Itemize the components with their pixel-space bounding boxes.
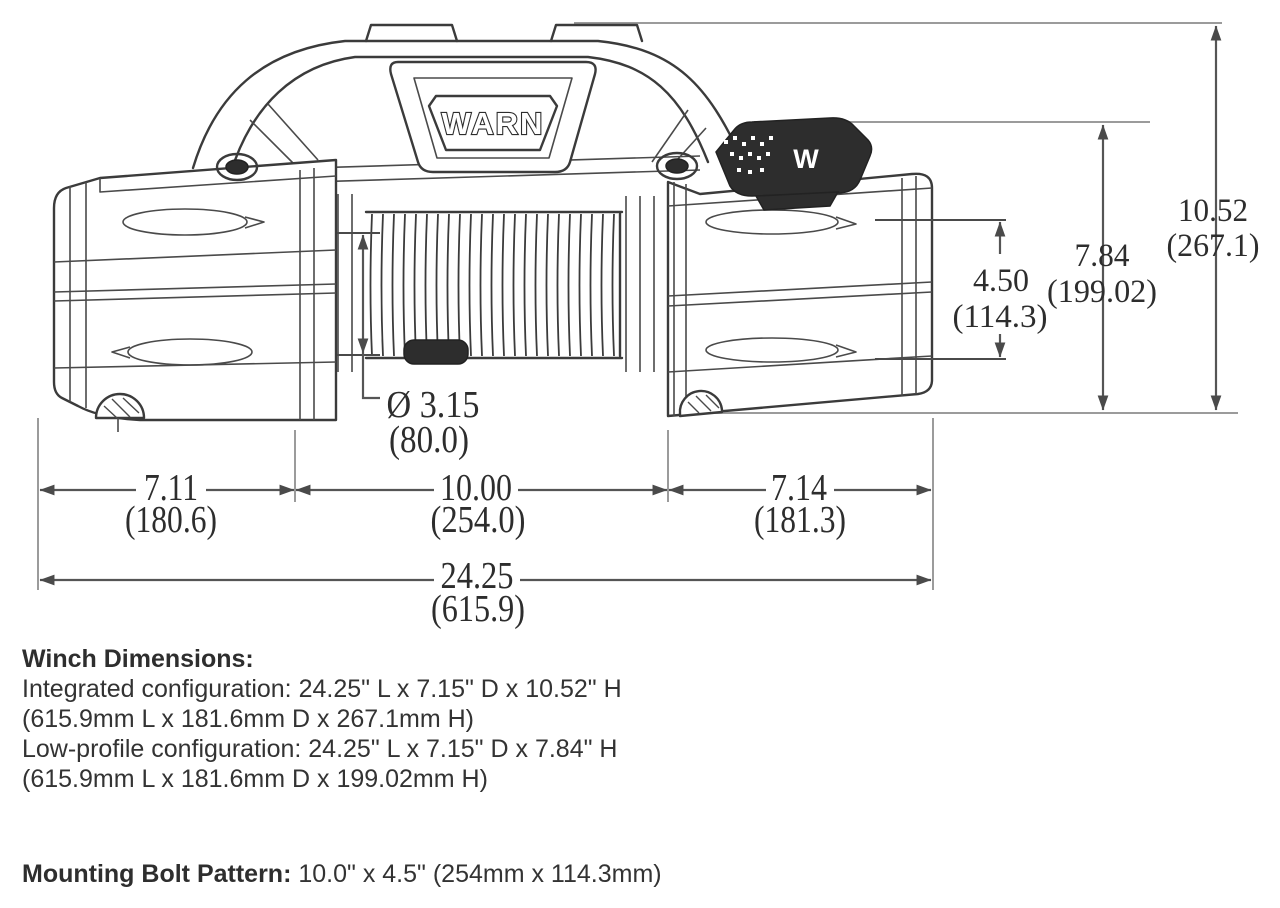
mounting-bolt-pattern-block: Mounting Bolt Pattern: 10.0" x 4.5" (254… — [22, 860, 662, 889]
mounting-foot-left — [94, 392, 146, 432]
clutch-texture — [724, 136, 773, 174]
mounting-bolt-left — [215, 152, 259, 182]
dim-gear-section-in: 7.14 — [771, 467, 827, 509]
dim-drum-section-mm: (254.0) — [431, 499, 526, 541]
dim-gear-section: 7.14 (181.3) — [668, 467, 932, 541]
dim-overall-height: 10.52 (267.1) — [1167, 25, 1260, 411]
dim-bolt-height: 4.50 (114.3) — [875, 219, 1048, 360]
dim-low-profile-height-mm: (199.02) — [1047, 274, 1157, 310]
dim-drum-diameter-mm: (80.0) — [389, 419, 469, 461]
winch-dimensions-heading: Winch Dimensions: — [22, 645, 254, 673]
mounting-bolt-right — [655, 151, 699, 181]
dim-low-profile-height: 7.84 (199.02) — [1047, 124, 1157, 411]
dim-overall-height-in: 10.52 — [1178, 193, 1248, 229]
tie-rod-upper-left — [122, 208, 265, 236]
clutch-lever: W — [715, 117, 873, 211]
winch-dimensions-block: Winch Dimensions: Integrated configurati… — [22, 644, 1122, 794]
low-profile-configuration-line: Low-profile configuration: 24.25" L x 7.… — [22, 735, 618, 763]
dim-bolt-height-mm: (114.3) — [953, 299, 1048, 335]
cable-end-clamp — [403, 339, 469, 365]
dim-overall-length-in: 24.25 — [441, 555, 514, 597]
clutch-badge-text: W — [793, 144, 819, 174]
cable-drum — [337, 194, 655, 372]
dim-drum-section-in: 10.00 — [440, 467, 512, 509]
winch-technical-drawing: WARN — [37, 22, 1260, 630]
dim-gear-section-mm: (181.3) — [754, 499, 846, 541]
mounting-bolt-pattern-value: 10.0" x 4.5" (254mm x 114.3mm) — [291, 860, 662, 888]
brand-logo-plate: WARN — [389, 60, 597, 174]
gear-housing — [666, 172, 934, 418]
dim-low-profile-height-in: 7.84 — [1075, 238, 1130, 274]
dim-motor-section-in: 7.11 — [144, 467, 198, 509]
tie-rod-lower-left — [111, 338, 253, 366]
dim-overall-length: 24.25 (615.9) — [39, 555, 932, 630]
low-profile-configuration-metric: (615.9mm L x 181.6mm D x 199.02mm H) — [22, 765, 488, 793]
dim-drum-diameter: Ø 3.15 (80.0) — [337, 232, 480, 461]
integrated-configuration-line: Integrated configuration: 24.25" L x 7.1… — [22, 675, 622, 703]
brand-logo-text: WARN — [442, 106, 545, 141]
dim-motor-section: 7.11 (180.6) — [39, 467, 295, 541]
tie-rod-lower-right — [705, 337, 857, 363]
motor-housing — [52, 158, 338, 422]
dim-drum-diameter-in: Ø 3.15 — [387, 384, 480, 426]
mounting-foot-right — [678, 389, 724, 418]
wound-cable-coils — [369, 213, 615, 357]
dim-motor-section-mm: (180.6) — [125, 499, 217, 541]
mounting-bolt-pattern-label: Mounting Bolt Pattern: — [22, 860, 292, 888]
dim-drum-section: 10.00 (254.0) — [295, 467, 668, 541]
integrated-configuration-metric: (615.9mm L x 181.6mm D x 267.1mm H) — [22, 705, 474, 733]
dim-overall-height-mm: (267.1) — [1167, 228, 1260, 264]
dim-overall-length-mm: (615.9) — [431, 588, 525, 630]
dim-bolt-height-in: 4.50 — [973, 263, 1029, 299]
